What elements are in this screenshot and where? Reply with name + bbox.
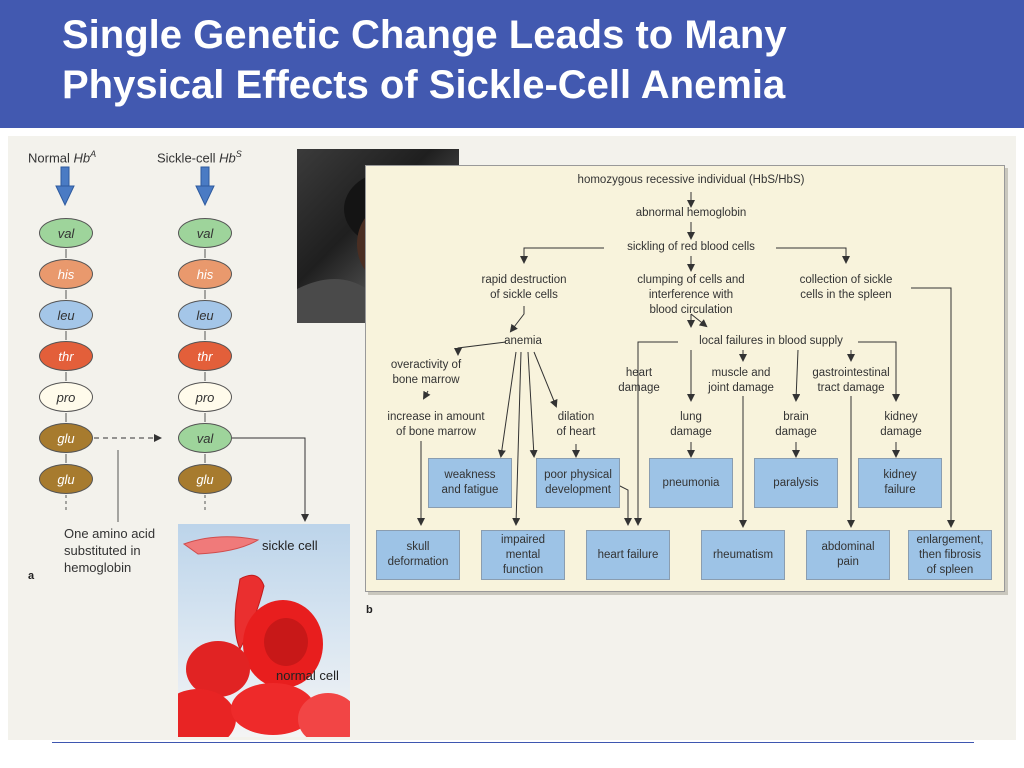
sickle-connector xyxy=(232,437,309,522)
normal-cell-label: normal cell xyxy=(276,668,339,683)
flowchart-arrows xyxy=(417,192,955,528)
amino-acid-glu: glu xyxy=(39,423,93,453)
box-pneumonia: pneumonia xyxy=(649,458,733,508)
amino-acid-glu: glu xyxy=(178,464,232,494)
flow-overactivity: overactivity of bone marrow xyxy=(390,359,462,386)
sickle-label-text: Sickle-cell xyxy=(157,150,216,166)
box-impaired-mental: impaired mental function xyxy=(481,530,565,580)
chain-links xyxy=(65,249,206,512)
title-line-2: Physical Effects of Sickle-Cell Anemia xyxy=(62,63,786,107)
flow-collection-spleen: collection of sickle cells in the spleen xyxy=(799,274,893,301)
flow-increase-marrow: increase in amount of bone marrow xyxy=(387,411,485,438)
amino-acid-his: his xyxy=(39,259,93,289)
normal-gene-sup: A xyxy=(90,149,97,159)
flow-heart-damage: heart damage xyxy=(618,367,660,394)
red-cells-illustration xyxy=(178,536,350,737)
sickle-gene: Hb xyxy=(219,150,236,166)
amino-acid-val: val xyxy=(178,218,232,248)
flow-clumping: clumping of cells and interference with … xyxy=(637,274,745,316)
panel-a-letter: a xyxy=(28,570,35,582)
amino-acid-leu: leu xyxy=(178,300,232,330)
flow-gastro: gastrointestinal tract damage xyxy=(812,367,890,394)
substitution-arrow xyxy=(94,434,162,442)
box-weakness: weakness and fatigue xyxy=(428,458,512,508)
amino-acid-leu: leu xyxy=(39,300,93,330)
box-poor-development: poor physical development xyxy=(536,458,620,508)
flow-lung-damage: lung damage xyxy=(670,411,712,438)
amino-acid-pro: pro xyxy=(39,382,93,412)
amino-acid-glu: glu xyxy=(39,464,93,494)
footer-rule xyxy=(52,742,974,743)
box-heart-failure: heart failure xyxy=(586,530,670,580)
flow-local-failures: local failures in blood supply xyxy=(699,335,843,347)
flow-sickling: sickling of red blood cells xyxy=(627,241,755,253)
amino-acid-his: his xyxy=(178,259,232,289)
red-blood-cells-image: sickle cell normal cell xyxy=(178,524,350,737)
sickle-cell-label: sickle cell xyxy=(262,538,318,553)
sickle-down-arrow-icon xyxy=(195,166,215,207)
substitution-note: One amino acid substituted in hemoglobin xyxy=(64,526,156,575)
flow-top: homozygous recessive individual (HbS/HbS… xyxy=(577,174,805,186)
title-bar: Single Genetic Change Leads to Many Phys… xyxy=(0,0,1024,128)
amino-acid-thr: thr xyxy=(178,341,232,371)
box-spleen-fibrosis: enlargement, then fibrosis of spleen xyxy=(908,530,992,580)
amino-acid-pro: pro xyxy=(178,382,232,412)
amino-acid-val: val xyxy=(178,423,232,453)
flow-abnormal-hemoglobin: abnormal hemoglobin xyxy=(635,207,747,219)
box-skull-deformation: skull deformation xyxy=(376,530,460,580)
flow-dilation: dilation of heart xyxy=(556,411,596,438)
panel-b-letter: b xyxy=(366,604,373,616)
normal-gene: Hb xyxy=(73,150,91,166)
box-rheumatism: rheumatism xyxy=(701,530,785,580)
title-line-1: Single Genetic Change Leads to Many xyxy=(62,13,787,57)
slide-title: Single Genetic Change Leads to Many Phys… xyxy=(62,10,1002,110)
box-kidney-failure: kidney failure xyxy=(858,458,942,508)
effects-flowchart: homozygous recessive individual (HbS/HbS… xyxy=(365,165,1005,592)
flow-brain-damage: brain damage xyxy=(775,411,817,438)
flow-muscle-joint: muscle and joint damage xyxy=(708,367,774,394)
amino-acid-val: val xyxy=(39,218,93,248)
flow-rapid-destruction: rapid destruction of sickle cells xyxy=(481,274,567,301)
flow-kidney-damage: kidney damage xyxy=(880,411,922,438)
flow-anemia: anemia xyxy=(504,335,542,347)
box-paralysis: paralysis xyxy=(754,458,838,508)
amino-acid-thr: thr xyxy=(39,341,93,371)
normal-down-arrow-icon xyxy=(55,166,75,207)
sickle-hb-label: Sickle-cell HbS xyxy=(157,149,242,165)
normal-hb-label: Normal HbA xyxy=(28,149,96,165)
sickle-gene-sup: S xyxy=(235,149,242,159)
box-abdominal-pain: abdominal pain xyxy=(806,530,890,580)
normal-label-text: Normal xyxy=(28,150,70,166)
